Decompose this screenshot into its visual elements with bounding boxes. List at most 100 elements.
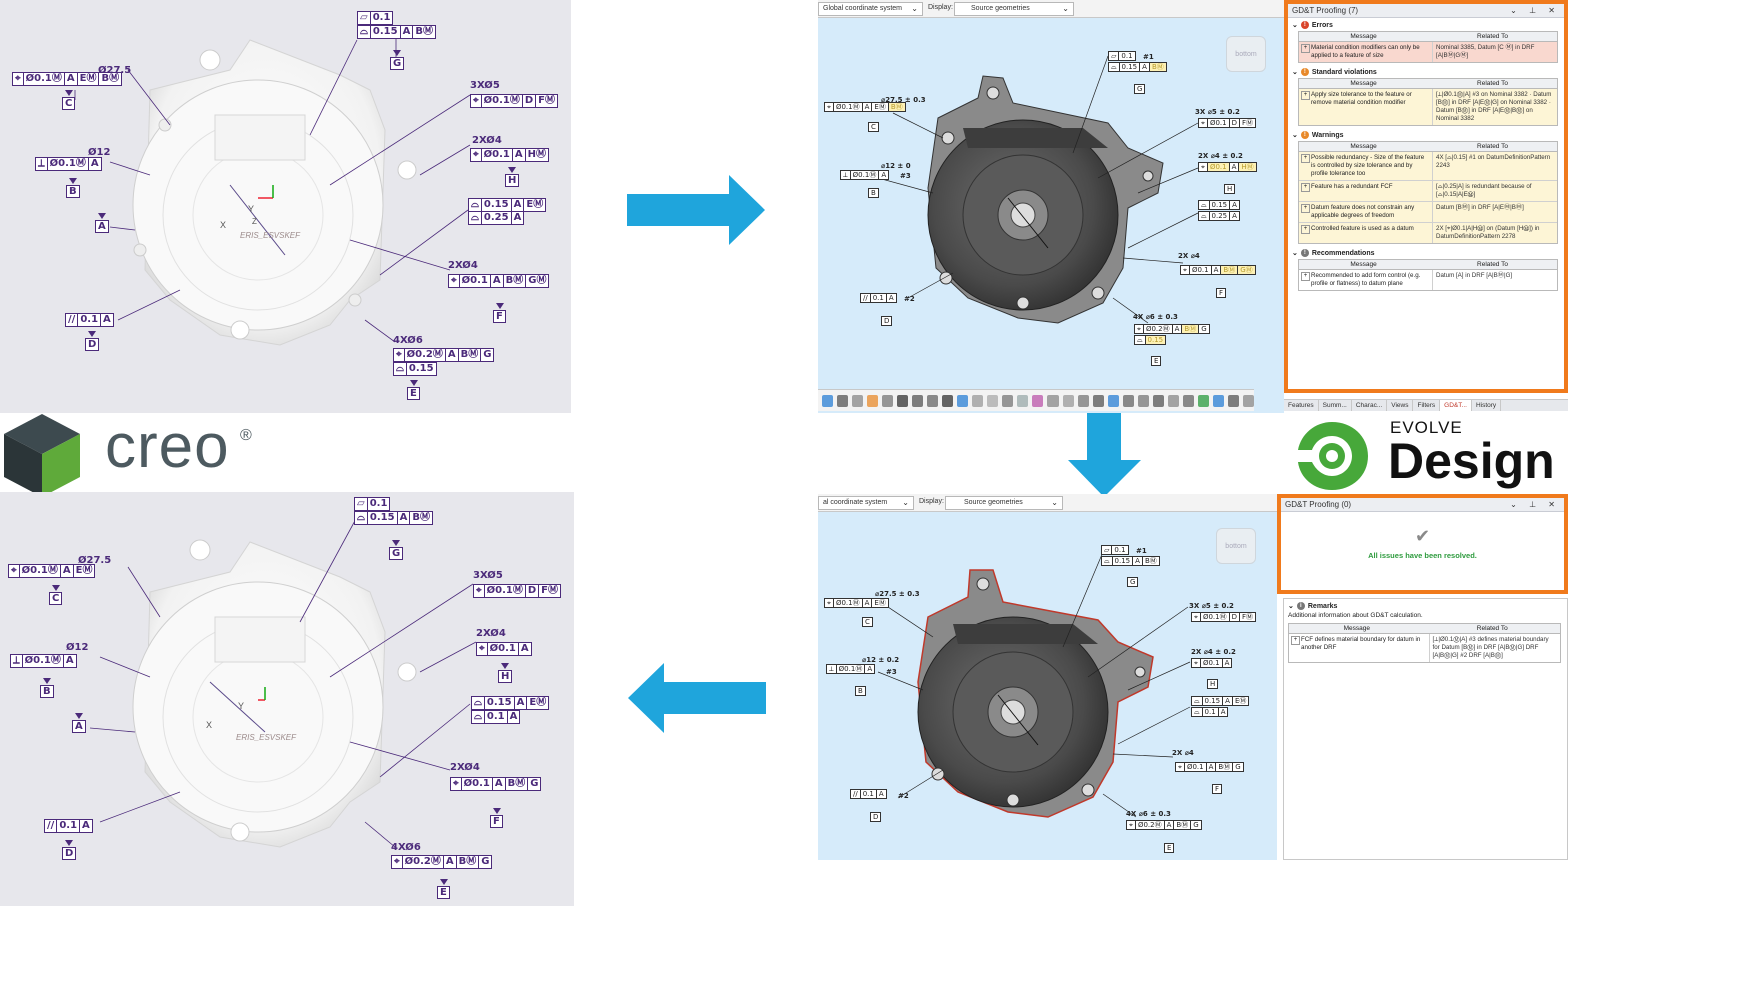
- datum-label[interactable]: A: [72, 720, 86, 733]
- toolbar-tool-icon[interactable]: [1032, 394, 1044, 407]
- datum-label[interactable]: C: [62, 97, 76, 110]
- datum-label[interactable]: B: [40, 685, 54, 698]
- view-cube-2[interactable]: bottom: [1216, 528, 1256, 564]
- datum-label[interactable]: G: [389, 547, 404, 560]
- toolbar-tool-icon[interactable]: [1182, 394, 1194, 407]
- dimension-label[interactable]: Ø12: [66, 642, 89, 653]
- datum-label[interactable]: G: [390, 57, 405, 70]
- dimension-label[interactable]: ⌀27.5 ± 0.3: [875, 590, 920, 598]
- issue-row[interactable]: Controlled feature is used as a datum2X …: [1299, 223, 1557, 243]
- datum-label[interactable]: H: [505, 174, 520, 187]
- dimension-label[interactable]: #3: [900, 172, 911, 180]
- toolbar-tool-icon[interactable]: [1077, 394, 1089, 407]
- datum-label[interactable]: B: [66, 185, 80, 198]
- col-related[interactable]: Related To: [1477, 80, 1508, 87]
- col-message[interactable]: Message: [1350, 80, 1377, 87]
- section-header-errors[interactable]: ⌄!Errors: [1288, 18, 1564, 31]
- col-message[interactable]: Message: [1350, 143, 1377, 150]
- toolbar-tool-icon[interactable]: [1152, 394, 1164, 407]
- panel-controls[interactable]: ⌄ ⊥ ✕: [1510, 6, 1560, 15]
- dimension-label[interactable]: ⌀27.5 ± 0.3: [881, 96, 926, 104]
- panel-controls-2[interactable]: ⌄ ⊥ ✕: [1510, 500, 1560, 509]
- toolbar-tool-icon[interactable]: [987, 394, 999, 407]
- feature-control-frame[interactable]: ▱0.1: [357, 11, 394, 25]
- dimension-label[interactable]: 2XØ4: [450, 762, 480, 773]
- toolbar-tool-icon[interactable]: [957, 394, 969, 407]
- col-related[interactable]: Related To: [1477, 33, 1508, 40]
- issue-row[interactable]: Datum feature does not constrain any app…: [1299, 202, 1557, 223]
- feature-control-frame[interactable]: ▱0.1: [1108, 51, 1136, 61]
- issue-row[interactable]: Material condition modifiers can only be…: [1299, 42, 1557, 62]
- toolbar-tool-icon[interactable]: [1197, 394, 1209, 407]
- datum-label[interactable]: B: [868, 188, 879, 198]
- toolbar-tool-icon[interactable]: [1062, 394, 1074, 407]
- issue-row[interactable]: Possible redundancy - Size of the featur…: [1299, 152, 1557, 181]
- toolbar-tool-icon[interactable]: [1002, 394, 1014, 407]
- datum-label[interactable]: F: [1212, 784, 1223, 794]
- dimension-label[interactable]: 2X ⌀4 ± 0.2: [1191, 648, 1236, 656]
- toolbar-tool-icon[interactable]: [867, 394, 879, 407]
- datum-label[interactable]: D: [85, 338, 100, 351]
- datum-label[interactable]: C: [49, 592, 63, 605]
- dimension-label[interactable]: 2X ⌀4: [1178, 252, 1200, 260]
- toolbar-tool-icon[interactable]: [1017, 394, 1029, 407]
- feature-control-frame[interactable]: ▱0.1: [354, 497, 391, 511]
- toolbar-tool-icon[interactable]: [942, 394, 954, 407]
- evolve-bottom-viewport[interactable]: al coordinate system ⌄ Display: Source g…: [818, 494, 1277, 860]
- datum-label[interactable]: A: [95, 220, 109, 233]
- col-related[interactable]: Related To: [1477, 143, 1508, 150]
- toolbar-tool-icon[interactable]: [1092, 394, 1104, 407]
- datum-label[interactable]: F: [490, 815, 503, 828]
- datum-label[interactable]: H: [498, 670, 513, 683]
- datum-label[interactable]: H: [1207, 679, 1219, 689]
- section-header-recommendations[interactable]: ⌄!Recommendations: [1288, 246, 1564, 259]
- dimension-label[interactable]: 4XØ6: [393, 335, 423, 346]
- remarks-header[interactable]: ⌄ i Remarks: [1284, 599, 1567, 612]
- datum-label[interactable]: G: [1127, 577, 1139, 587]
- dimension-label[interactable]: 2XØ4: [476, 628, 506, 639]
- issue-row[interactable]: Feature has a redundant FCF[⌓|0.25|A] is…: [1299, 181, 1557, 202]
- tab-gdt[interactable]: GD&T...: [1440, 400, 1472, 411]
- datum-label[interactable]: E: [1151, 356, 1162, 366]
- dimension-label[interactable]: #1: [1136, 547, 1147, 555]
- toolbar-tool-icon[interactable]: [1167, 394, 1179, 407]
- dimension-label[interactable]: #3: [886, 668, 897, 676]
- section-header-standard-violations[interactable]: ⌄!Standard violations: [1288, 65, 1564, 78]
- dimension-label[interactable]: 3X ⌀5 ± 0.2: [1189, 602, 1234, 610]
- dimension-label[interactable]: ⌀12 ± 0.2: [862, 656, 900, 664]
- datum-label[interactable]: D: [881, 316, 893, 326]
- coord-system-dropdown-2[interactable]: al coordinate system ⌄: [818, 496, 914, 510]
- section-header-warnings[interactable]: ⌄!Warnings: [1288, 128, 1564, 141]
- datum-label[interactable]: B: [855, 686, 866, 696]
- toolbar-tool-icon[interactable]: [1047, 394, 1059, 407]
- evolve-top-viewport[interactable]: Global coordinate system ⌄ Display: Sour…: [818, 0, 1284, 413]
- dimension-label[interactable]: 3XØ5: [473, 570, 503, 581]
- remark-row[interactable]: FCF defines material boundary for datum …: [1289, 634, 1560, 662]
